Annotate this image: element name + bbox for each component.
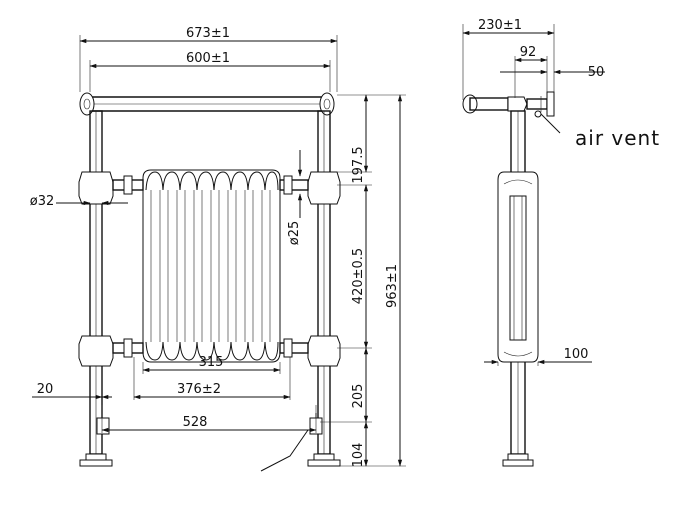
- rail-diameter-label: ø32: [30, 194, 55, 209]
- valve-centres-label: 528: [183, 415, 208, 430]
- left-leg: [78, 110, 114, 467]
- valve-leader-line: [260, 429, 309, 472]
- overall-depth-label: 230±1: [478, 18, 522, 33]
- wall-bracket-label: 50: [588, 65, 605, 80]
- side-radiator-body: [497, 171, 539, 363]
- lower-inlet-to-valve-label: 205: [351, 384, 366, 409]
- valves: [96, 413, 323, 435]
- side-dimension-lines: [462, 30, 605, 365]
- air-vent-label: air vent: [575, 126, 660, 150]
- radiator-sections: [142, 169, 281, 363]
- connection-pipes: [112, 175, 309, 358]
- side-top-rail: [462, 91, 555, 118]
- overall-width-label: 673±1: [186, 26, 230, 41]
- inlet-diameter-label: ø25: [287, 221, 302, 246]
- right-leg: [307, 110, 341, 467]
- valve-offset-label: 20: [37, 382, 54, 397]
- section-width-label: 315: [199, 355, 224, 370]
- inlet-centres-label: 420±0.5: [351, 248, 366, 304]
- front-dimension-lines: [32, 38, 403, 467]
- air-vent-icon: [534, 110, 542, 118]
- rail-centres-label: 600±1: [186, 51, 230, 66]
- front-view: 673±1 600±1 ø32 ø25 197.5 420±0.5 963±1 …: [30, 26, 406, 472]
- vent-offset-label: 92: [520, 45, 537, 60]
- top-to-upper-inlet-label: 197.5: [351, 146, 366, 183]
- side-view: 230±1 92 50 air vent 100: [462, 18, 660, 467]
- valve-to-floor-label: 104: [351, 443, 366, 468]
- top-towel-rail: [79, 92, 335, 116]
- overall-height-label: 963±1: [385, 264, 400, 308]
- radiator-depth-label: 100: [564, 347, 589, 362]
- connection-width-label: 376±2: [177, 382, 221, 397]
